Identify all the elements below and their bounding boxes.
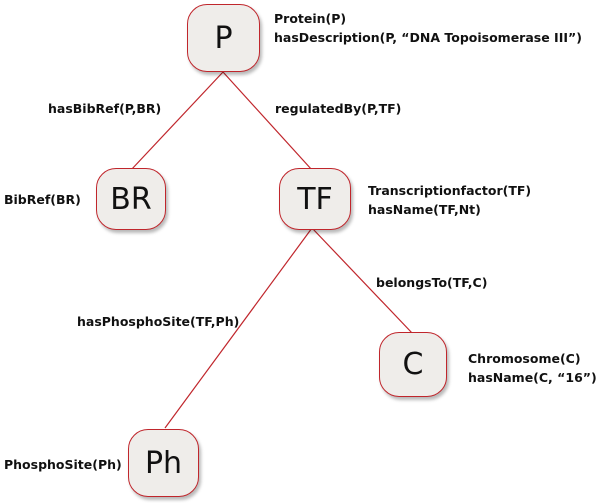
bibref-annotation: BibRef(BR) <box>4 192 81 207</box>
node-phosphosite-label: Ph <box>144 445 183 481</box>
transcriptionfactor-type-annotation: Transcriptionfactor(TF) <box>368 183 532 198</box>
chromosome-annotations: Chromosome(C) hasName(C, “16”) <box>468 349 597 387</box>
edge-label-regulatedby: regulatedBy(P,TF) <box>275 101 402 116</box>
node-transcriptionfactor-label: TF <box>297 181 333 217</box>
edge-p-tf <box>222 71 313 171</box>
transcriptionfactor-name-annotation: hasName(TF,Nt) <box>368 202 481 217</box>
chromosome-name-annotation: hasName(C, “16”) <box>468 370 597 385</box>
edge-label-hasphosphosite: hasPhosphoSite(TF,Ph) <box>77 314 240 329</box>
phosphosite-annotation: PhosphoSite(Ph) <box>4 457 122 472</box>
node-bibref: BR <box>96 168 166 230</box>
transcriptionfactor-annotations: Transcriptionfactor(TF) hasName(TF,Nt) <box>368 181 531 219</box>
node-chromosome: C <box>379 332 447 397</box>
protein-type-annotation: Protein(P) <box>274 11 347 26</box>
node-phosphosite: Ph <box>128 429 199 497</box>
edge-tf-ph <box>164 227 313 429</box>
protein-annotations: Protein(P) hasDescription(P, “DNA Topois… <box>274 9 582 47</box>
chromosome-type-annotation: Chromosome(C) <box>468 351 581 366</box>
node-bibref-label: BR <box>110 181 152 217</box>
edge-label-hasbibref: hasBibRef(P,BR) <box>48 101 162 116</box>
node-chromosome-label: C <box>402 347 424 382</box>
node-transcriptionfactor: TF <box>279 168 351 230</box>
node-protein-label: P <box>214 20 233 56</box>
edge-p-br <box>130 71 224 171</box>
edge-tf-c <box>311 227 414 335</box>
node-protein: P <box>187 4 260 72</box>
protein-description-annotation: hasDescription(P, “DNA Topoisomerase III… <box>274 30 582 45</box>
edge-label-belongsto: belongsTo(TF,C) <box>376 275 488 290</box>
